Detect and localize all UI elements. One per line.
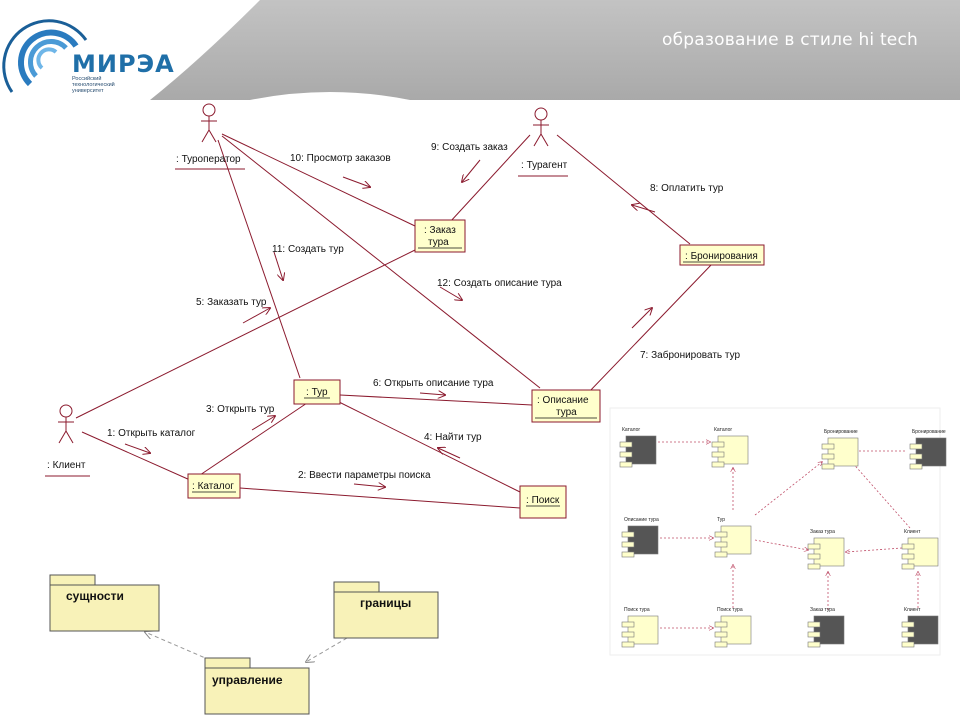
component-label: Каталог xyxy=(714,427,732,433)
package-entities: сущности xyxy=(49,574,160,632)
collaboration-diagram: : Туроператор : Турагент : Клиент : Зака… xyxy=(45,103,765,519)
logo-subtitle-line: университет xyxy=(72,88,104,94)
message-label: 10: Просмотр заказов xyxy=(290,153,391,164)
svg-text:тура: тура xyxy=(428,237,449,248)
object-catalog: : Каталог xyxy=(187,473,241,499)
component-node: Каталог xyxy=(619,427,657,468)
actor-client-label: : Клиент xyxy=(47,460,86,471)
component-node: Клиент xyxy=(901,529,939,570)
collab-actors: : Туроператор : Турагент : Клиент xyxy=(45,103,568,477)
component-node: Поиск тура xyxy=(621,607,659,648)
message-label: 7: Забронировать тур xyxy=(640,349,740,361)
component-node: Заказ тура xyxy=(807,607,845,648)
actor-figure-icon xyxy=(201,103,217,143)
object-tour-label: : Тур xyxy=(306,387,328,398)
collab-message-labels: 10: Просмотр заказов 9: Создать заказ 8:… xyxy=(107,142,740,481)
message-label: 1: Открыть каталог xyxy=(107,428,196,439)
object-bookings: : Бронирования xyxy=(679,244,765,266)
component-node: Поиск тура xyxy=(714,607,752,648)
collab-message-arrows xyxy=(124,159,656,487)
object-tour-description-label: : Описание xyxy=(537,395,589,406)
component-label: Клиент xyxy=(904,529,921,535)
object-catalog-label: : Каталог xyxy=(192,481,234,492)
collab-objects: : Заказ тура : Бронирования : Тур : Опис… xyxy=(187,219,765,519)
message-label: 4: Найти тур xyxy=(424,432,482,443)
object-tour-description: : Описание тура xyxy=(531,389,601,423)
message-label: 2: Ввести параметры поиска xyxy=(298,470,431,481)
component-node: Бронирование xyxy=(909,429,947,470)
message-label: 8: Оплатить тур xyxy=(650,183,724,194)
logo-subtitle-line: технологический xyxy=(72,82,115,88)
component-node: Клиент xyxy=(901,607,939,648)
component-node: Каталог xyxy=(711,427,749,468)
component-diagram: Каталог Каталог Бронирование БронированиеОп… xyxy=(609,407,947,656)
message-label: 11: Создать тур xyxy=(272,244,344,255)
package-control: управление xyxy=(204,657,310,715)
component-node: Бронирование xyxy=(821,429,859,470)
package-entities-label: сущности xyxy=(66,589,124,603)
package-control-label: управление xyxy=(212,673,283,687)
object-tour-order: : Заказ тура xyxy=(414,219,466,253)
object-tour-order-label: : Заказ xyxy=(424,225,456,236)
component-label: Заказ тура xyxy=(810,607,835,613)
component-label: Каталог xyxy=(622,427,640,433)
actor-figure-icon xyxy=(58,404,74,444)
logo-wordmark: МИРЭА xyxy=(72,50,175,78)
component-node: Тур xyxy=(714,517,752,558)
logo-subtitle: Российский технологический университет xyxy=(72,76,142,94)
package-diagram: сущности границы управление xyxy=(49,574,439,715)
mirea-logo-icon xyxy=(2,19,88,93)
component-label: Клиент xyxy=(904,607,921,613)
message-label: 3: Открыть тур xyxy=(206,404,275,415)
component-label: Бронирование xyxy=(912,429,946,435)
object-search-label: : Поиск xyxy=(526,495,560,506)
component-label: Поиск тура xyxy=(717,607,743,613)
package-boundaries: границы xyxy=(333,581,439,639)
component-label: Тур xyxy=(717,517,725,523)
message-label: 5: Заказать тур xyxy=(196,297,267,308)
object-bookings-label: : Бронирования xyxy=(685,251,758,262)
message-label: 9: Создать заказ xyxy=(431,142,508,153)
package-boundaries-label: границы xyxy=(360,596,411,610)
actor-touroperator-label: : Туроператор xyxy=(176,154,241,165)
collab-links xyxy=(75,133,713,509)
component-label: Бронирование xyxy=(824,429,858,435)
header-tagline: образование в стиле hi tech xyxy=(662,30,918,50)
message-label: 6: Открыть описание тура xyxy=(373,378,494,389)
component-node: Описание тура xyxy=(621,517,659,558)
actor-figure-icon xyxy=(533,107,549,147)
object-search: : Поиск xyxy=(519,485,567,519)
component-node: Заказ тура xyxy=(807,529,845,570)
header-background xyxy=(0,0,960,100)
component-label: Заказ тура xyxy=(810,529,835,535)
actor-touragent-label: : Турагент xyxy=(521,160,568,171)
slide-header: образование в стиле hi tech МИРЭА Россий… xyxy=(0,0,960,100)
svg-text:тура: тура xyxy=(556,407,577,418)
component-label: Поиск тура xyxy=(624,607,650,613)
logo-subtitle-line: Российский xyxy=(72,76,102,82)
object-tour: : Тур xyxy=(293,379,341,405)
message-label: 12: Создать описание тура xyxy=(437,278,562,289)
component-label: Описание тура xyxy=(624,517,659,523)
